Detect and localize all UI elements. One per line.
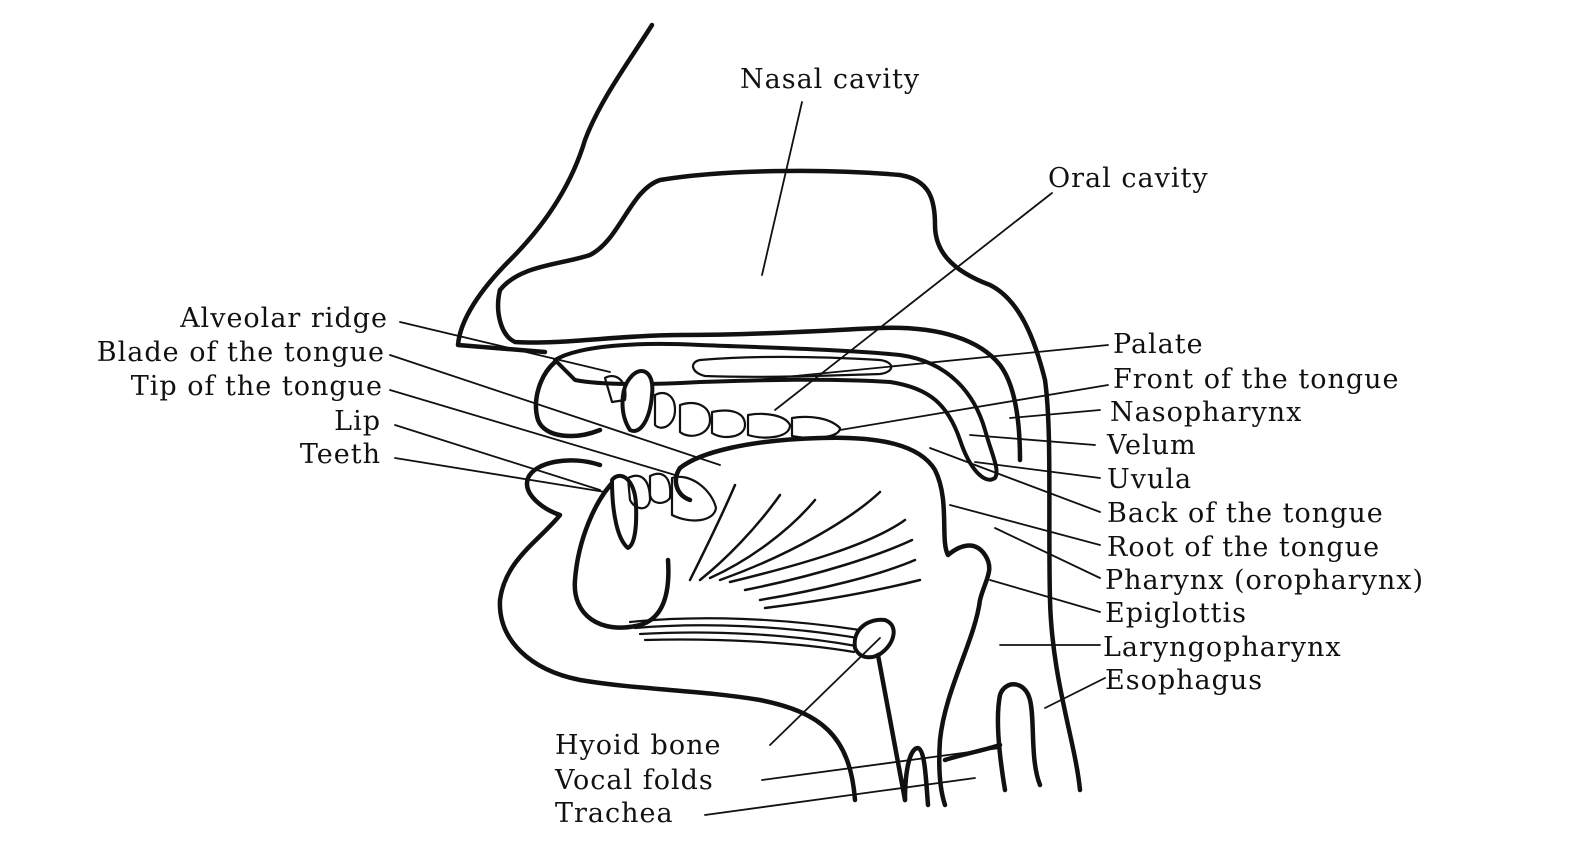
label-epiglottis: Epiglottis bbox=[1105, 598, 1247, 629]
tongue-muscle-fibres bbox=[688, 483, 922, 610]
label-back-of-tongue: Back of the tongue bbox=[1107, 498, 1384, 529]
jaw-inner bbox=[572, 477, 671, 630]
label-lip: Lip bbox=[334, 406, 381, 437]
label-blade-of-tongue: Blade of the tongue bbox=[97, 337, 385, 368]
upper-teeth bbox=[603, 369, 842, 439]
label-alveolar-ridge: Alveolar ridge bbox=[179, 303, 388, 334]
palate-shape bbox=[553, 341, 999, 482]
mylohyoid-fibres bbox=[628, 617, 862, 654]
label-hyoid-bone: Hyoid bone bbox=[555, 730, 721, 761]
label-oral-cavity: Oral cavity bbox=[1048, 163, 1209, 194]
labels: Nasal cavity Oral cavity Alveolar ridge … bbox=[97, 64, 1424, 829]
label-nasal-cavity: Nasal cavity bbox=[740, 64, 920, 95]
larynx-left bbox=[902, 745, 931, 808]
lower-teeth bbox=[610, 472, 718, 550]
label-velum: Velum bbox=[1106, 430, 1197, 461]
tongue-front bbox=[673, 465, 693, 503]
label-trachea: Trachea bbox=[555, 798, 674, 829]
label-esophagus: Esophagus bbox=[1105, 665, 1263, 696]
upper-lip bbox=[533, 359, 603, 439]
nasal-floor bbox=[495, 287, 1023, 463]
hyoid-bone-shape bbox=[852, 617, 896, 660]
palate-inner bbox=[692, 355, 893, 378]
leader-lines bbox=[389, 101, 1109, 816]
esophagus-wall bbox=[995, 682, 1043, 793]
label-root-of-tongue: Root of the tongue bbox=[1107, 532, 1380, 563]
label-tip-of-tongue: Tip of the tongue bbox=[131, 371, 383, 402]
tongue-outline bbox=[677, 435, 992, 808]
label-palate: Palate bbox=[1113, 329, 1204, 360]
label-vocal-folds: Vocal folds bbox=[554, 765, 714, 796]
label-pharynx: Pharynx (oropharynx) bbox=[1105, 565, 1424, 596]
label-uvula: Uvula bbox=[1107, 464, 1192, 495]
nasal-cavity-outline bbox=[497, 168, 1083, 793]
face-profile-upper bbox=[455, 22, 655, 355]
label-nasopharynx: Nasopharynx bbox=[1110, 397, 1302, 428]
label-front-of-tongue: Front of the tongue bbox=[1113, 364, 1400, 395]
label-teeth: Teeth bbox=[300, 439, 381, 470]
label-laryngopharynx: Laryngopharynx bbox=[1103, 632, 1342, 663]
hyoid-stem bbox=[875, 652, 908, 803]
